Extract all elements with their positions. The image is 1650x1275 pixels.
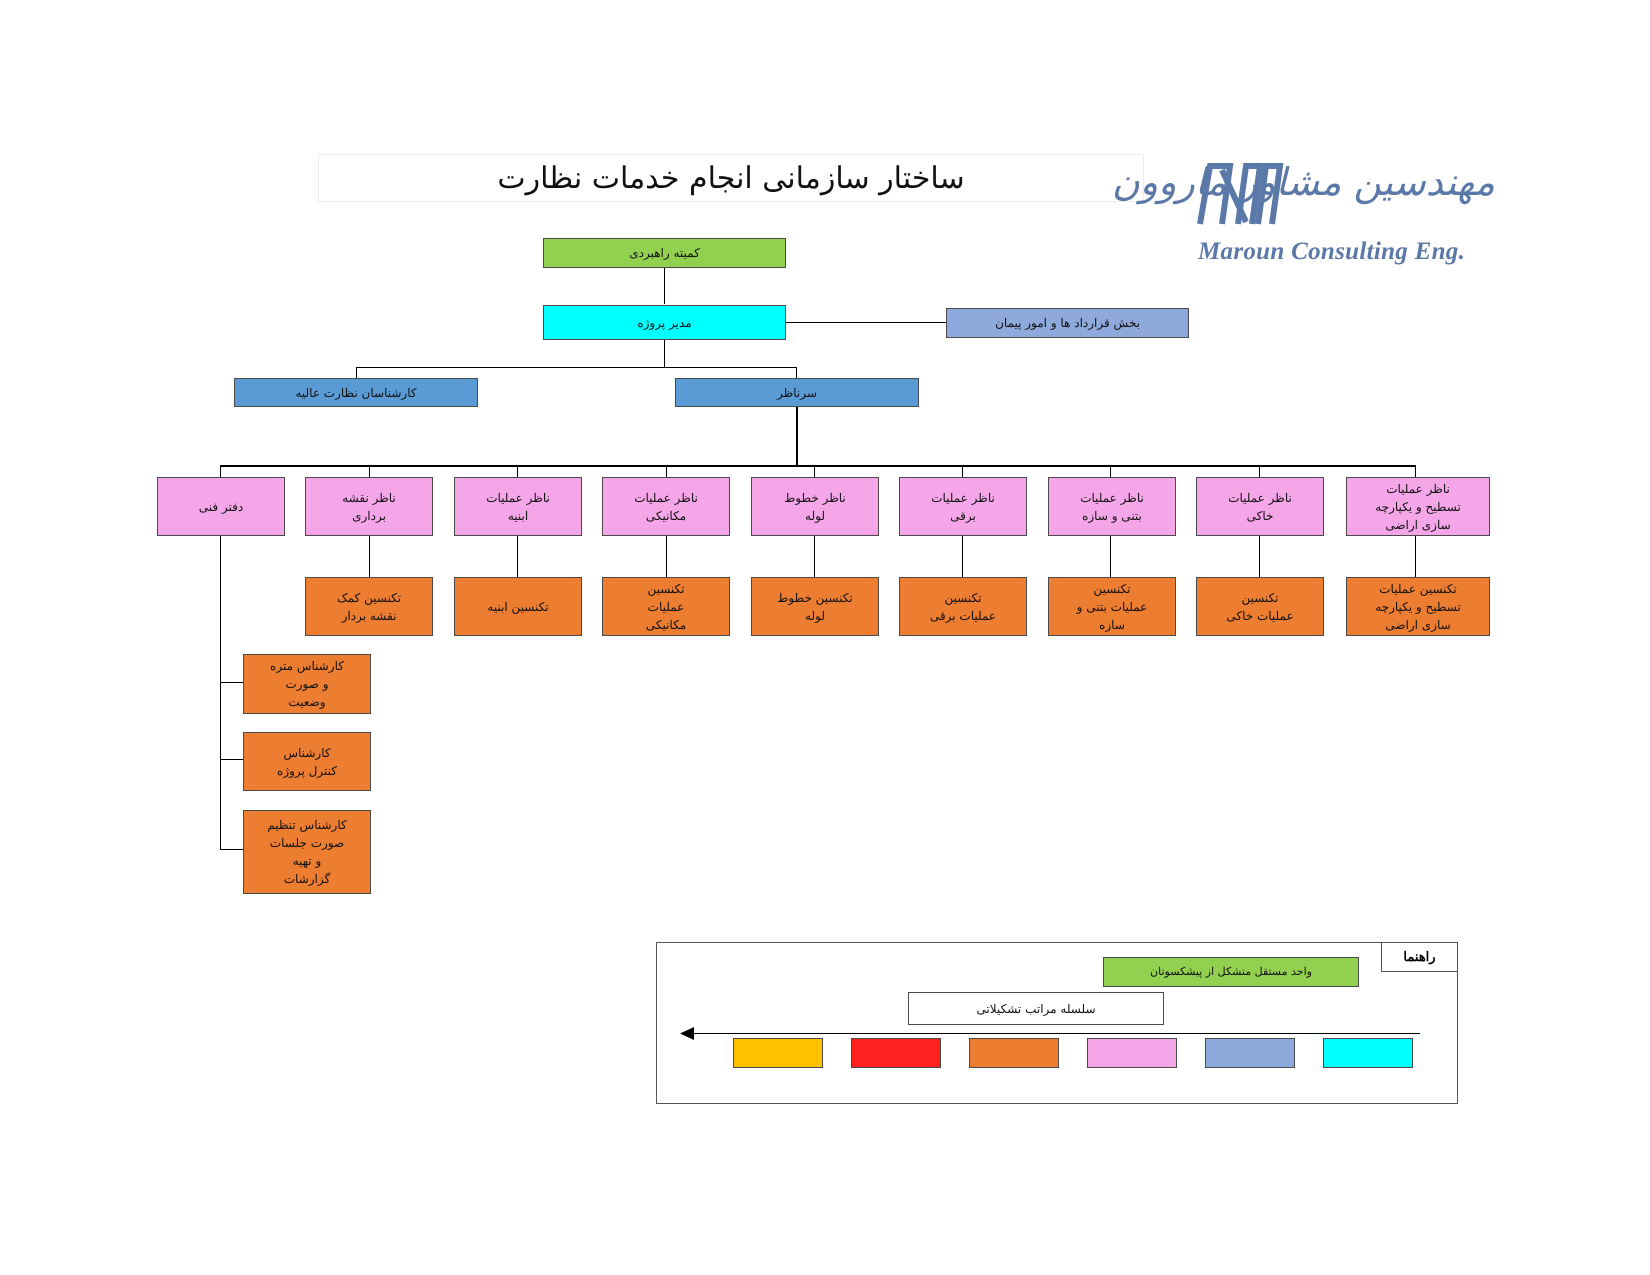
connector-line (1110, 465, 1111, 477)
office-staff-box: کارشناس تنظیم صورت جلسات و تهیه گزارشات (243, 810, 371, 894)
connector-line (220, 759, 243, 760)
connector-line (1259, 465, 1260, 477)
connector-line (369, 465, 370, 477)
technician-box: تکنسین عملیات برقی (899, 577, 1027, 636)
connector-line (1110, 536, 1111, 577)
supervisor-box: ناظر عملیات بتنی و سازه (1048, 477, 1176, 536)
connector-line (517, 465, 518, 477)
logo-mark-icon (1197, 163, 1284, 225)
logo-english-text: Maroun Consulting Eng. (1198, 238, 1466, 265)
technician-box: تکنسین خطوط لوله (751, 577, 879, 636)
connector-line (962, 465, 963, 477)
office-staff-box: کارشناس متره و صورت وضعیت (243, 654, 371, 714)
connector-line (814, 465, 815, 477)
connector-line (220, 536, 221, 850)
arrow-left-icon (680, 1027, 694, 1040)
office-staff-box: کارشناس کنترل پروژه (243, 732, 371, 791)
chief-supervisor-box: سرناظر (675, 378, 919, 407)
connector-line (962, 536, 963, 577)
connector-line (220, 465, 1416, 467)
legend-swatch-blue (1205, 1038, 1295, 1068)
connector-line (1259, 536, 1260, 577)
legend-title: راهنما (1381, 942, 1458, 972)
legend-swatch-pink (1087, 1038, 1177, 1068)
connector-line (220, 682, 243, 683)
connector-line (666, 536, 667, 577)
senior-experts-box: کارشناسان نظارت عالیه (234, 378, 478, 407)
technician-box: تکنسین عملیات مکانیکی (602, 577, 730, 636)
supervisor-box: ناظر خطوط لوله (751, 477, 879, 536)
connector-line (369, 536, 370, 577)
connector-line (517, 536, 518, 577)
connector-line (666, 465, 667, 477)
connector-line (220, 849, 243, 850)
legend-hierarchy-label: سلسله مراتب تشکیلاتی (908, 992, 1164, 1025)
technician-box: تکنسین عملیات تسطیح و یکپارچه سازی اراضی (1346, 577, 1490, 636)
technical-office-box: دفتر فنی (157, 477, 285, 536)
supervisor-box: ناظر نقشه برداری (305, 477, 433, 536)
supervisor-box: ناظر عملیات مکانیکی (602, 477, 730, 536)
legend-swatch-yellow (733, 1038, 823, 1068)
legend (656, 942, 1458, 1104)
connector-line (786, 322, 946, 323)
legend-swatch-cyan (1323, 1038, 1413, 1068)
technician-box: تکنسین عملیات خاکی (1196, 577, 1324, 636)
connector-line (664, 268, 665, 304)
supervisor-box: ناظر عملیات خاکی (1196, 477, 1324, 536)
legend-independent-unit: واحد مستقل متشکل از پیشکسوتان (1103, 957, 1359, 987)
connector-line (796, 407, 798, 466)
page-title: ساختار سازمانی انجام خدمات نظارت (318, 154, 1144, 202)
connector-line (1415, 536, 1416, 577)
legend-swatch-red (851, 1038, 941, 1068)
steering-committee-box: کمیته راهبردی (543, 238, 786, 268)
supervisor-box: ناظر عملیات ابنیه (454, 477, 582, 536)
contracts-box: بخش قرارداد ها و امور پیمان (946, 308, 1189, 338)
connector-line (356, 367, 797, 368)
connector-line (1415, 465, 1416, 477)
technician-box: تکنسین عملیات بتنی و سازه (1048, 577, 1176, 636)
connector-line (664, 340, 665, 367)
connector-line (356, 367, 357, 378)
supervisor-box: ناظر عملیات تسطیح و یکپارچه سازی اراضی (1346, 477, 1490, 536)
technician-box: تکنسین ابنیه (454, 577, 582, 636)
technician-box: تکنسین کمک نقشه بردار (305, 577, 433, 636)
connector-line (220, 465, 221, 477)
legend-swatch-orange (969, 1038, 1059, 1068)
logo-persian-text: مهندسین مشاور ماروون (1111, 160, 1495, 204)
project-manager-box: مدیر پروژه (543, 305, 786, 340)
supervisor-box: ناظر عملیات برقی (899, 477, 1027, 536)
connector-line (796, 367, 797, 378)
connector-line (814, 536, 815, 577)
legend-hierarchy-arrow (690, 1033, 1420, 1034)
